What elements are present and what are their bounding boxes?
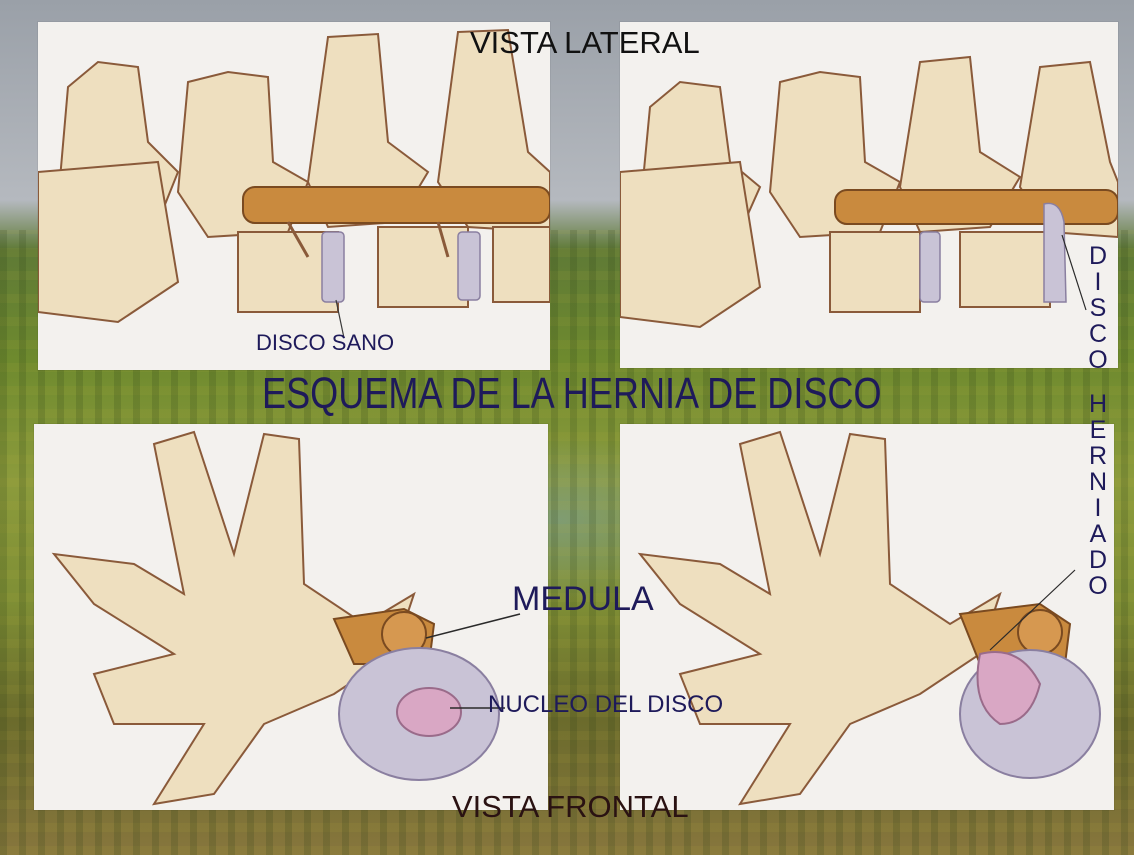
panel-frontal-healthy [34, 424, 548, 810]
disc [920, 232, 940, 302]
disc-nucleus-label: NUCLEO DEL DISCO [488, 693, 723, 717]
herniated-disc [1044, 203, 1066, 302]
panel-lateral-healthy [38, 22, 550, 370]
vertical-letter: C [1082, 322, 1114, 348]
vertical-letter: I [1082, 270, 1114, 296]
lateral-healthy-illustration [38, 22, 550, 370]
healthy-disc-label: DISCO SANO [256, 332, 394, 354]
spinal-cord [243, 187, 550, 223]
healthy-disc [322, 232, 344, 302]
panel-lateral-herniated [620, 22, 1118, 368]
vertical-letter: E [1082, 418, 1114, 444]
vertical-letter: N [1082, 470, 1114, 496]
frontal-healthy-illustration [34, 424, 548, 810]
vertebra-body [38, 162, 178, 322]
spinal-cord-section [1018, 610, 1062, 654]
lateral-view-title: VISTA LATERAL [470, 27, 700, 58]
vertical-letter: D [1082, 548, 1114, 574]
vertebra-body [830, 232, 920, 312]
vertebra-body [378, 227, 468, 307]
diagram-main-title: ESQUEMA DE LA HERNIA DE DISCO [262, 372, 882, 416]
vertical-letter: D [1082, 244, 1114, 270]
panel-frontal-herniated [620, 424, 1114, 810]
vertical-letter: O [1082, 348, 1114, 374]
lateral-herniated-illustration [620, 22, 1118, 368]
vertebra-body [493, 227, 550, 302]
vertical-letter: R [1082, 444, 1114, 470]
vertebra-body [960, 232, 1050, 307]
vertical-letter: H [1082, 392, 1114, 418]
frontal-herniated-illustration [620, 424, 1114, 810]
spinal-cord [835, 190, 1118, 224]
vertebra-body [620, 162, 760, 327]
vertical-letter: A [1082, 522, 1114, 548]
vertebra-frontal [640, 432, 1000, 804]
vertical-letter: I [1082, 496, 1114, 522]
vertical-letter: S [1082, 296, 1114, 322]
frontal-view-title: VISTA FRONTAL [452, 791, 689, 822]
spinal-cord-label: MEDULA [512, 582, 654, 616]
herniated-disc-vertical-label: D I S C O H E R N I A D O [1082, 244, 1114, 600]
disc-nucleus [397, 688, 461, 736]
healthy-disc [458, 232, 480, 300]
vertical-letter: O [1082, 574, 1114, 600]
